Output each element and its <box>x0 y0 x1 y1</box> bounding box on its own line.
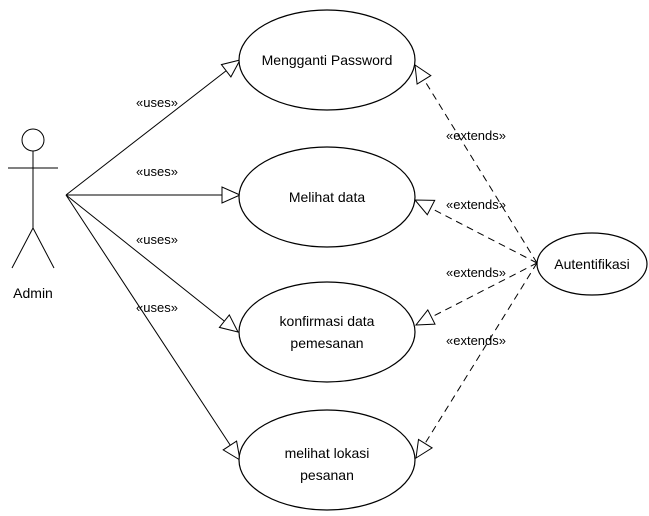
use-case-ellipse <box>238 409 416 511</box>
use-case-ellipse <box>536 232 648 296</box>
uses-labels: «uses» «uses» «uses» «uses» <box>136 95 178 315</box>
uses-label-4: «uses» <box>136 300 178 315</box>
extends-label-4: «extends» <box>446 333 506 348</box>
use-case-label: Autentifikasi <box>554 256 629 272</box>
extends-label-1: «extends» <box>446 128 506 143</box>
actor-head <box>21 128 45 152</box>
use-case-label: Mengganti Password <box>262 52 393 68</box>
uses-label-1: «uses» <box>136 95 178 110</box>
use-case-label-line-1: konfirmasi data <box>280 313 375 329</box>
actor-left-leg <box>11 227 34 269</box>
use-case-konfirmasi-data-pemesanan: konfirmasi data pemesanan <box>238 281 416 383</box>
use-case-label-line-2: pemesanan <box>290 335 363 351</box>
actor-admin: Admin <box>8 128 58 301</box>
extends-relations <box>413 63 538 459</box>
extends-line-1 <box>414 64 538 264</box>
extends-labels: «extends» «extends» «extends» «extends» <box>446 128 506 348</box>
use-case-mengganti-password: Mengganti Password <box>238 9 416 111</box>
uses-line-1 <box>65 59 241 196</box>
uses-line-3 <box>65 194 239 333</box>
extends-label-2: «extends» <box>446 197 506 212</box>
extends-line-2 <box>414 199 538 264</box>
uses-arrowhead-2 <box>221 186 242 204</box>
extends-arrowhead-1 <box>414 63 432 85</box>
extends-line-4 <box>415 262 538 459</box>
uses-label-2: «uses» <box>136 164 178 179</box>
use-case-melihat-data: Melihat data <box>238 146 416 248</box>
use-case-label-line-2: pesanan <box>300 467 354 483</box>
extends-arrowhead-3 <box>414 308 436 326</box>
use-case-ellipse <box>238 9 416 111</box>
use-case-label-line-1: melihat lokasi <box>285 445 370 461</box>
uses-associations <box>65 59 242 461</box>
extends-arrowhead-4 <box>415 438 434 459</box>
extends-arrowhead-2 <box>413 199 436 216</box>
use-case-ellipse <box>238 281 416 383</box>
uses-line-4 <box>65 194 241 461</box>
use-case-autentifikasi: Autentifikasi <box>536 232 648 296</box>
uses-label-3: «uses» <box>136 232 178 247</box>
uses-arrowhead-3 <box>218 313 239 333</box>
actor-right-leg <box>32 227 55 269</box>
use-case-ellipse <box>238 146 416 248</box>
extends-line-3 <box>415 262 538 326</box>
actor-label: Admin <box>13 285 53 301</box>
uses-arrowhead-1 <box>220 59 241 78</box>
use-case-label: Melihat data <box>289 189 365 205</box>
uses-arrowhead-4 <box>222 440 241 461</box>
use-case-melihat-lokasi-pesanan: melihat lokasi pesanan <box>238 409 416 511</box>
extends-label-3: «extends» <box>446 265 506 280</box>
